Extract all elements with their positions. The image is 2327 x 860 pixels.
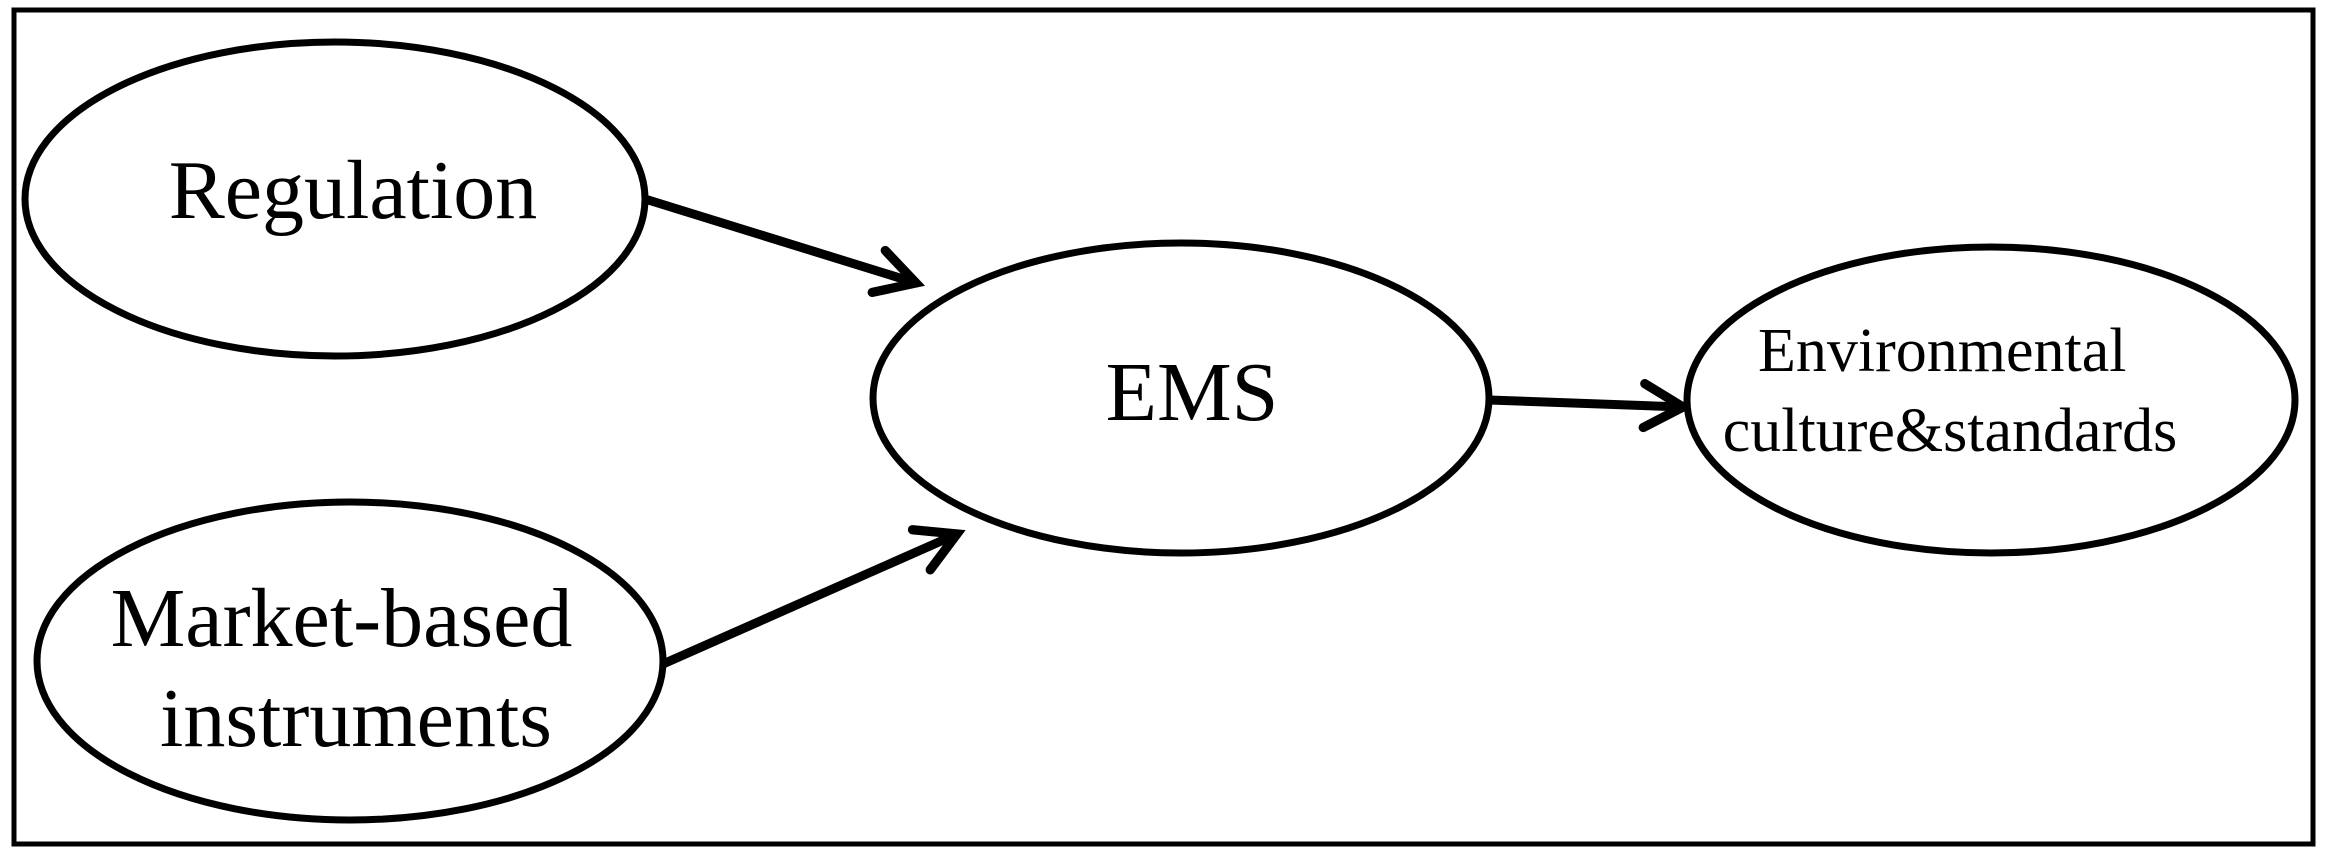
node-environmental-label-line1: Environmental <box>1758 317 2126 385</box>
node-regulation-ellipse <box>21 38 649 360</box>
node-environmental-culture-standards: Environmental culture&standards <box>1683 243 2299 557</box>
edges-group <box>640 194 1693 669</box>
node-market-based-instruments: Market-based instruments <box>33 498 667 824</box>
node-ems: EMS <box>869 239 1493 557</box>
node-ems-label: EMS <box>1106 346 1279 439</box>
node-market-based-instruments-ellipse <box>33 498 667 824</box>
diagram-border <box>11 7 2316 847</box>
node-market-based-instruments-label: Market-based instruments <box>111 572 594 765</box>
node-ems-ellipse <box>869 239 1493 557</box>
node-environmental-culture-standards-label: Environmental culture&standards <box>1723 317 2178 465</box>
node-market-label-line2: instruments <box>160 672 552 765</box>
node-regulation-label: Regulation <box>169 144 538 237</box>
arrow-ems-to-environmental <box>1484 379 1693 433</box>
node-environmental-label-line2: culture&standards <box>1723 397 2178 465</box>
node-environmental-culture-standards-ellipse <box>1683 243 2299 557</box>
arrow-regulation-to-ems <box>640 194 926 298</box>
arrow-market-to-ems <box>658 525 966 669</box>
node-regulation: Regulation <box>21 38 649 360</box>
node-market-label-line1: Market-based <box>111 572 573 665</box>
